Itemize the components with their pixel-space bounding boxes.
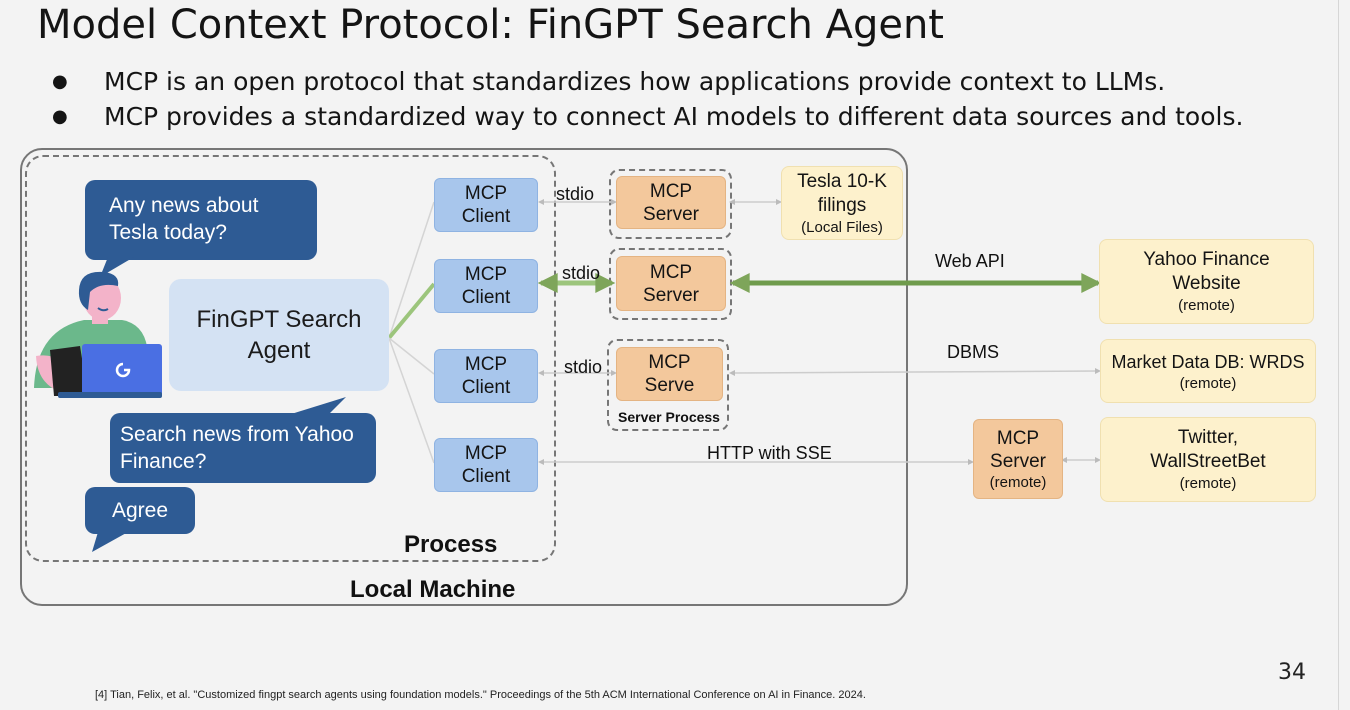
process-box: [25, 155, 556, 562]
stdio-label-1: stdio: [556, 184, 595, 204]
client-line: Client: [461, 466, 511, 487]
dbms-label: DBMS: [947, 342, 1000, 362]
source-sub-label: (remote): [1178, 297, 1235, 314]
web-api-label: Web API: [935, 251, 1005, 271]
agent-label-line: FinGPT Search: [196, 306, 362, 333]
client-line: Client: [461, 206, 511, 227]
server-sub-label: (remote): [989, 473, 1047, 491]
bullet-item: MCP provides a standardized way to conne…: [52, 99, 1243, 134]
bullet-list: MCP is an open protocol that standardize…: [52, 64, 1243, 134]
agent-to-client-3: [388, 337, 435, 375]
user-reply-bubble: Agree: [85, 487, 195, 534]
agent-label-line: Agent: [247, 337, 311, 364]
user-question-bubble: Any news about Tesla today?: [85, 180, 317, 260]
source-line: WallStreetBet: [1150, 451, 1266, 472]
wrds-source: Market Data DB: WRDS (remote): [1100, 339, 1316, 403]
mcp-server-2: MCP Server: [616, 256, 726, 311]
source-line: Website: [1172, 273, 1241, 294]
source-line: Twitter,: [1177, 427, 1239, 448]
mcp-server-3: MCP Serve: [616, 347, 723, 401]
server-line: Server: [643, 203, 699, 225]
source-sub-label: (remote): [1179, 374, 1237, 392]
client-line: Client: [461, 287, 511, 308]
source-line: Yahoo Finance: [1143, 249, 1270, 270]
agent-question-bubble: Search news from Yahoo Finance?: [110, 413, 376, 483]
client-line: Client: [461, 377, 511, 398]
dbms-link: [729, 368, 1101, 376]
client-line: MCP: [464, 264, 508, 285]
server-line: MCP: [648, 352, 691, 373]
server-line: MCP: [649, 261, 693, 283]
client-line: MCP: [464, 183, 508, 204]
agent-to-client-4: [388, 337, 435, 464]
user-at-laptop-icon: [34, 271, 162, 398]
mcp-server-remote: MCP Server (remote): [973, 419, 1063, 499]
bubble-line: Agree: [111, 499, 169, 522]
user-question-bubble-tail: [100, 257, 134, 277]
local-machine-label: Local Machine: [350, 576, 516, 603]
source-sub-label: (remote): [1179, 475, 1237, 492]
server-process-box: [607, 339, 729, 431]
client-line: MCP: [464, 443, 508, 464]
source-line: Market Data DB: WRDS: [1111, 351, 1305, 372]
server-line: MCP: [649, 180, 693, 202]
bullet-item: MCP is an open protocol that standardize…: [52, 64, 1243, 99]
page-number: 34: [1278, 660, 1306, 685]
server-line: MCP: [996, 427, 1040, 449]
local-machine-box: [20, 148, 908, 606]
bubble-line: Tesla today?: [109, 221, 227, 244]
user-reply-bubble-tail: [92, 532, 128, 552]
slide-edge-divider: [1338, 0, 1339, 710]
source-sub-label: (Local Files): [801, 218, 883, 236]
client-line: MCP: [464, 354, 508, 375]
stdio-label-3: stdio: [564, 357, 603, 377]
source-line: Tesla 10-K: [797, 170, 887, 192]
stdio-label-2: stdio: [562, 263, 601, 283]
twitter-source: Twitter, WallStreetBet (remote): [1100, 417, 1316, 502]
fingpt-search-agent: FinGPT Search Agent: [169, 279, 389, 391]
tesla-10k-source: Tesla 10-K filings (Local Files): [781, 166, 903, 240]
http-sse-label: HTTP with SSE: [707, 443, 832, 463]
server-process-label: Server Process: [618, 409, 720, 425]
bubble-line: Search news from Yahoo: [120, 423, 354, 446]
agent-to-client-2: [387, 282, 436, 340]
bubble-line: Finance?: [120, 450, 207, 473]
footnote-citation: [4] Tian, Felix, et al. "Customized fing…: [95, 689, 866, 701]
server-line: Server: [990, 450, 1046, 472]
agent-to-client-1: [388, 201, 435, 339]
server-line: Server: [643, 284, 699, 306]
process-label: Process: [404, 531, 498, 558]
agent-question-bubble-tail: [288, 397, 346, 415]
server-line: Serve: [644, 375, 695, 396]
bubble-line: Any news about: [109, 194, 259, 217]
mcp-server-1: MCP Server: [616, 176, 726, 229]
slide-title: Model Context Protocol: FinGPT Search Ag…: [37, 2, 944, 48]
source-line: filings: [817, 194, 867, 216]
yahoo-finance-source: Yahoo Finance Website (remote): [1099, 239, 1314, 324]
